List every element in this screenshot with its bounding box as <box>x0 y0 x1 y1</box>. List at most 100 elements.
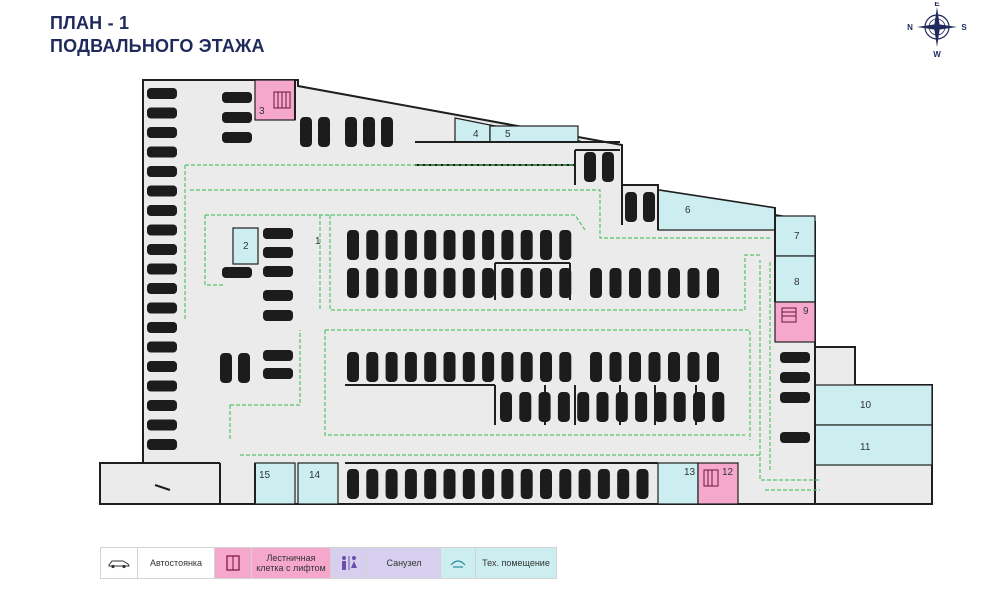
parking-space-89 <box>668 352 680 382</box>
parking-space-32 <box>263 228 293 239</box>
page-title-line-1: ПЛАН - 1 <box>50 13 130 33</box>
parking-space-103 <box>712 392 725 422</box>
parking-space-12 <box>147 302 177 314</box>
legend-wc-label: Санузел <box>368 548 441 578</box>
parking-space-105 <box>780 372 810 383</box>
parking-space-116 <box>501 469 514 499</box>
parking-space-113 <box>443 469 456 499</box>
parking-space-117 <box>520 469 533 499</box>
wc-icon <box>331 548 368 578</box>
parking-space-27 <box>381 117 393 147</box>
parking-space-98 <box>615 392 628 422</box>
legend-stair-line-2: клетка с лифтом <box>256 563 326 573</box>
car-icon <box>101 548 138 578</box>
compass-n: N <box>907 23 913 32</box>
room-14 <box>297 462 339 505</box>
parking-space-93 <box>519 392 532 422</box>
parking-space-33 <box>263 247 293 258</box>
parking-space-72 <box>707 268 719 298</box>
parking-space-37 <box>222 267 252 278</box>
parking-space-11 <box>147 283 177 294</box>
parking-space-30 <box>625 192 637 222</box>
parking-space-95 <box>557 392 570 422</box>
room-2 <box>232 227 259 265</box>
room-6 <box>657 189 776 231</box>
parking-space-91 <box>707 352 719 382</box>
parking-space-13 <box>147 322 177 333</box>
parking-space-21 <box>222 112 252 123</box>
parking-space-48 <box>404 230 417 260</box>
label-room-3: 3 <box>259 106 265 117</box>
label-room-10: 10 <box>860 400 872 411</box>
parking-space-119 <box>559 469 572 499</box>
page-title: ПЛАН - 1 ПОДВАЛЬНОГО ЭТАЖА <box>50 12 265 58</box>
parking-space-64 <box>559 230 572 260</box>
parking-space-49 <box>404 268 417 298</box>
parking-space-18 <box>147 419 177 431</box>
room-10 <box>814 384 933 426</box>
parking-space-108 <box>347 469 359 499</box>
parking-space-46 <box>385 230 398 260</box>
parking-space-8 <box>147 224 177 236</box>
parking-space-90 <box>687 352 700 382</box>
parking-space-70 <box>668 268 680 298</box>
parking-space-78 <box>443 352 456 382</box>
room-11 <box>814 424 933 466</box>
parking-space-111 <box>404 469 417 499</box>
room-13 <box>657 462 699 505</box>
parking-space-115 <box>482 469 495 499</box>
parking-space-9 <box>147 244 177 255</box>
parking-space-92 <box>500 392 512 422</box>
parking-space-121 <box>597 469 610 499</box>
parking-space-53 <box>443 268 456 298</box>
parking-space-34 <box>263 266 293 277</box>
parking-space-24 <box>318 117 330 147</box>
parking-space-112 <box>424 469 437 499</box>
label-room-9: 9 <box>803 306 809 317</box>
parking-space-104 <box>780 352 810 363</box>
parking-space-6 <box>147 185 177 197</box>
parking-space-17 <box>147 400 177 411</box>
room-8 <box>774 255 816 303</box>
compass-s: S <box>961 23 967 32</box>
parking-space-31 <box>643 192 655 222</box>
parking-space-43 <box>347 268 359 298</box>
compass-e: E <box>934 2 940 8</box>
parking-space-62 <box>540 230 552 260</box>
parking-space-41 <box>238 353 250 383</box>
legend-wc: Санузел <box>331 548 441 578</box>
parking-space-73 <box>347 352 359 382</box>
parking-space-82 <box>520 352 533 382</box>
parking-space-81 <box>501 352 514 382</box>
parking-space-10 <box>147 263 177 275</box>
parking-space-97 <box>596 392 609 422</box>
parking-space-3 <box>147 127 177 138</box>
parking-space-100 <box>654 392 667 422</box>
fan-icon <box>441 548 476 578</box>
legend-tech-label: Тех. помещение <box>476 548 556 578</box>
label-room-4: 4 <box>473 129 479 140</box>
parking-space-39 <box>263 368 293 379</box>
parking-space-58 <box>501 230 514 260</box>
parking-space-120 <box>578 469 591 499</box>
room-3 <box>254 79 296 121</box>
parking-space-4 <box>147 146 177 158</box>
room-5b <box>489 125 579 143</box>
parking-space-26 <box>363 117 375 147</box>
parking-space-40 <box>220 353 232 383</box>
parking-space-60 <box>520 230 533 260</box>
parking-space-76 <box>404 352 417 382</box>
parking-space-106 <box>780 392 810 403</box>
parking-space-52 <box>443 230 456 260</box>
parking-space-56 <box>482 230 495 260</box>
parking-space-71 <box>687 268 700 298</box>
parking-space-14 <box>147 341 177 353</box>
parking-space-20 <box>222 92 252 103</box>
legend: Автостоянка Лестничная клетка с лифтом С… <box>100 547 557 579</box>
parking-space-66 <box>590 268 602 298</box>
room-15 <box>254 462 296 505</box>
compass-w: W <box>933 50 941 59</box>
parking-space-28 <box>584 152 596 182</box>
parking-space-99 <box>635 392 648 422</box>
legend-parking: Автостоянка <box>101 548 215 578</box>
